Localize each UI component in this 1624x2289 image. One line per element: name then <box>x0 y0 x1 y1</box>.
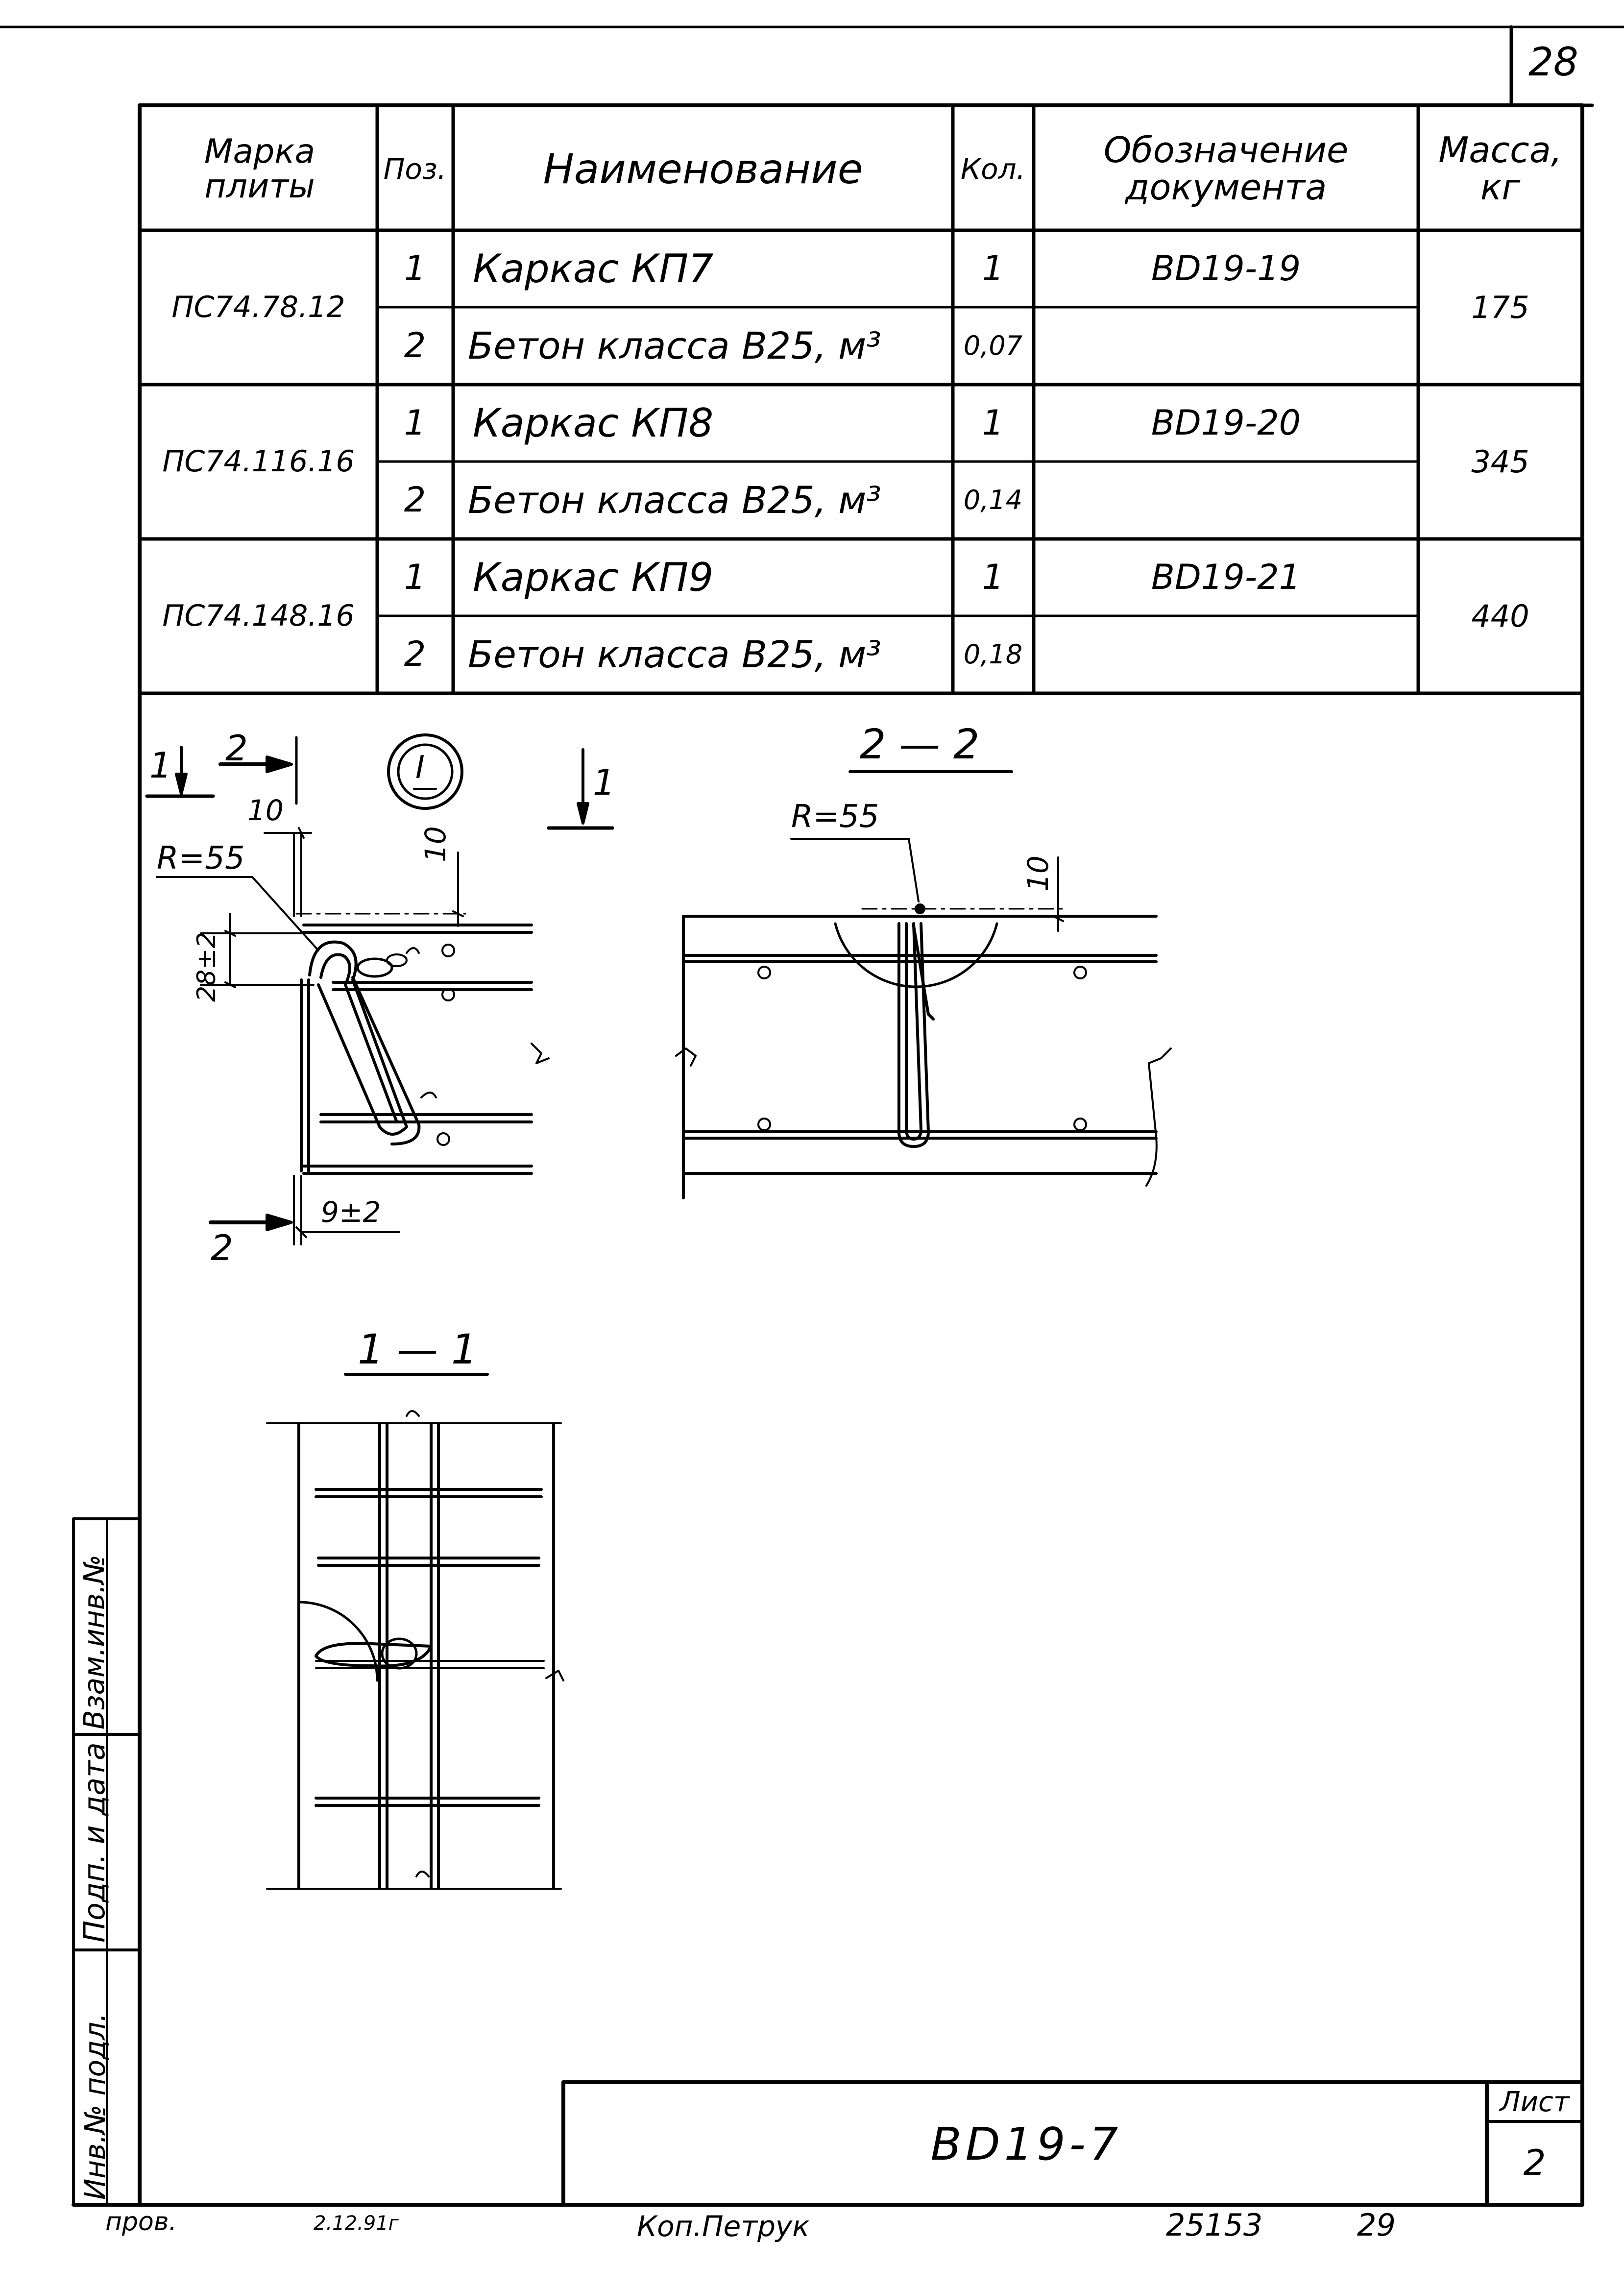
row-qty: 0,07 <box>963 330 1023 361</box>
header-mark: Марка плиты <box>204 132 315 206</box>
side-stamp-grid <box>72 1517 141 2206</box>
footer-date: 2.12.91г <box>314 2212 399 2235</box>
title-block-grid <box>561 2080 1584 2207</box>
side-stamp-inv-replace: Взам.инв.№ <box>77 1555 111 1729</box>
dim-10-top: 10 <box>247 794 284 827</box>
dim-10-right: 10 <box>419 826 452 862</box>
title-block-sheet-label: Лист <box>1500 2086 1570 2118</box>
row-mark-2: ПС74.116.16 <box>162 444 355 479</box>
sheet-number: 28 <box>1528 39 1578 85</box>
side-stamp-sign-date: Подп. и дата <box>77 1742 112 1943</box>
dim-r55-section: R=55 <box>791 799 879 835</box>
section-2-2-title: 2 — 2 <box>860 720 980 768</box>
row-name: Каркас КП8 <box>473 400 714 446</box>
row-name: Бетон класса В25, м³ <box>468 633 881 677</box>
row-doc: ВD19-20 <box>1151 402 1301 443</box>
title-block-sheet-no: 2 <box>1523 2142 1546 2184</box>
row-qty: 1 <box>982 248 1004 289</box>
footer-format: 29 <box>1357 2207 1396 2243</box>
row-doc <box>1036 308 1416 384</box>
footer-checked: пров. <box>105 2207 177 2237</box>
footer-order: 25153 <box>1166 2207 1263 2243</box>
header-doc: Обозначение документа <box>1103 129 1349 208</box>
section-mark-2-bottom: 2 <box>211 1227 233 1268</box>
row-pos: 1 <box>404 402 426 443</box>
dim-10-section: 10 <box>1021 855 1055 892</box>
row-pos: 2 <box>404 480 426 520</box>
row-pos: 2 <box>404 634 426 675</box>
row-qty: 1 <box>982 402 1004 443</box>
section-1-1-title: 1 — 1 <box>358 1325 478 1373</box>
row-doc: ВD19-19 <box>1151 248 1301 289</box>
row-qty: 1 <box>982 557 1004 597</box>
row-pos: 2 <box>404 325 426 366</box>
row-mass-3: 440 <box>1471 598 1529 634</box>
section-mark-1-left: 1 <box>149 745 172 786</box>
row-name: Бетон класса В25, м³ <box>468 478 881 522</box>
row-pos: 1 <box>404 557 426 597</box>
spec-table-grid <box>138 103 1584 695</box>
section-2-2-lines <box>675 770 1172 1199</box>
header-mass: Масса, кг <box>1438 129 1562 208</box>
row-name: Каркас КП7 <box>473 245 714 292</box>
row-doc <box>1036 617 1416 692</box>
header-name: Наименование <box>543 145 863 193</box>
node-view-lines <box>145 733 614 1245</box>
title-block-code: ВD19-7 <box>930 2118 1122 2171</box>
sheet-frame <box>72 103 1584 2207</box>
side-stamp-inv-orig: Инв.№ подл. <box>78 2013 112 2200</box>
row-doc <box>1036 463 1416 538</box>
section-mark-2-top: 2 <box>225 728 248 769</box>
dim-28: 28±2 <box>192 932 221 1002</box>
section-mark-1-right: 1 <box>593 762 615 803</box>
row-name: Каркас КП9 <box>473 554 714 600</box>
row-mark-3: ПС74.148.16 <box>162 599 355 633</box>
row-qty: 0,14 <box>963 484 1023 515</box>
row-doc: ВD19-21 <box>1151 557 1301 597</box>
section-1-1-lines <box>266 1373 564 1890</box>
node-label: I <box>415 750 425 786</box>
footer-copied: Коп.Петрук <box>637 2210 810 2243</box>
row-mass-2: 345 <box>1471 443 1529 480</box>
dim-r55-node: R=55 <box>157 840 245 877</box>
header-pos: Поз. <box>383 152 447 186</box>
header-qty: Кол. <box>960 152 1026 186</box>
row-name: Бетон класса В25, м³ <box>468 324 881 368</box>
dim-9: 9±2 <box>321 1195 381 1229</box>
row-mass-1: 175 <box>1471 289 1529 325</box>
row-qty: 0,18 <box>963 638 1023 670</box>
row-mark-1: ПС74.78.12 <box>171 290 345 324</box>
row-pos: 1 <box>404 248 426 289</box>
